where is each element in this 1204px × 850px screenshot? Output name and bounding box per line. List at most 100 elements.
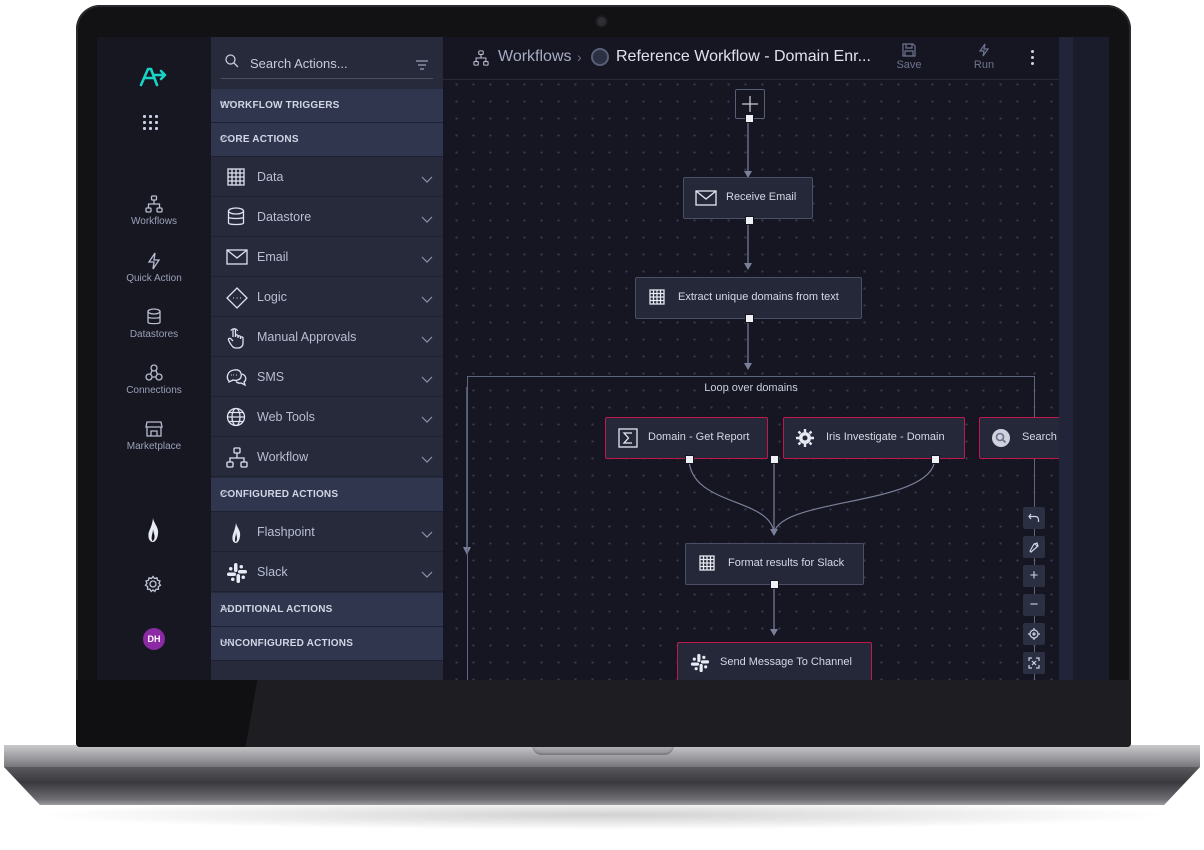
- zoom-out-button[interactable]: −: [1023, 594, 1045, 616]
- workflow-canvas[interactable]: Receive Email Extract unique domains fro…: [443, 37, 1091, 680]
- plus-icon: [742, 96, 758, 112]
- chevron-up-icon: [220, 134, 232, 142]
- run-button[interactable]: Run: [964, 43, 1004, 71]
- app-logo[interactable]: [135, 65, 175, 89]
- laptop-base-bottom: [4, 767, 1200, 805]
- bolt-icon: [145, 252, 163, 270]
- save-button[interactable]: Save: [889, 43, 929, 71]
- search-underline: [221, 78, 433, 79]
- action-item-logic[interactable]: Logic: [211, 277, 443, 317]
- action-label: Web Tools: [257, 410, 315, 424]
- redo-icon: [1029, 542, 1039, 553]
- envelope-icon: [695, 189, 717, 207]
- node-domain-get-report[interactable]: Domain - Get Report: [605, 417, 768, 459]
- section-configured-actions[interactable]: CONFIGURED ACTIONS: [211, 478, 443, 512]
- action-label: SMS: [257, 370, 285, 384]
- chevron-down-icon: [220, 638, 232, 646]
- rail-item-marketplace[interactable]: Marketplace: [97, 420, 211, 452]
- chevron-down-icon: [220, 604, 232, 612]
- node-port[interactable]: [770, 455, 779, 464]
- apps-grid-icon[interactable]: [143, 115, 159, 131]
- recenter-button[interactable]: [1023, 623, 1045, 645]
- action-item-workflow[interactable]: Workflow: [211, 437, 443, 477]
- action-item-data[interactable]: Data: [211, 157, 443, 197]
- table-icon: [226, 167, 246, 187]
- action-label: Data: [257, 170, 284, 184]
- database-icon: [145, 308, 163, 326]
- globe-icon: [226, 407, 246, 427]
- action-item-email[interactable]: Email: [211, 237, 443, 277]
- chevron-down-icon: [421, 453, 433, 463]
- zoom-in-button[interactable]: +: [1023, 565, 1045, 587]
- workflow-topbar: Workflows › Reference Workflow - Domain …: [443, 37, 1059, 80]
- node-receive-email[interactable]: Receive Email: [683, 177, 813, 219]
- webcam: [597, 17, 606, 26]
- fit-view-button[interactable]: [1023, 652, 1045, 674]
- node-port[interactable]: [745, 314, 754, 323]
- more-options-icon[interactable]: [1031, 50, 1035, 66]
- search-icon: [225, 54, 239, 68]
- flame-icon[interactable]: [143, 517, 163, 543]
- envelope-icon: [226, 247, 248, 267]
- node-port[interactable]: [745, 114, 754, 123]
- node-format-slack[interactable]: Format results for Slack: [685, 543, 864, 585]
- rail-item-workflows[interactable]: Workflows: [97, 195, 211, 227]
- app-logo-icon: [139, 67, 167, 87]
- node-port[interactable]: [770, 580, 779, 589]
- action-label: Manual Approvals: [257, 330, 357, 344]
- right-side-panel: [1059, 37, 1109, 680]
- action-item-flashpoint[interactable]: Flashpoint: [211, 512, 443, 552]
- workflow-title[interactable]: Reference Workflow - Domain Enr...: [616, 48, 871, 65]
- crosshair-icon: [1028, 628, 1040, 640]
- section-label: UNCONFIGURED ACTIONS: [220, 638, 354, 649]
- filter-icon[interactable]: [416, 57, 428, 70]
- rail-item-datastores[interactable]: Datastores: [97, 308, 211, 340]
- action-item-datastore[interactable]: Datastore: [211, 197, 443, 237]
- action-item-manual-approvals[interactable]: Manual Approvals: [211, 317, 443, 357]
- connections-icon: [145, 364, 163, 382]
- node-port[interactable]: [745, 216, 754, 225]
- table-icon: [649, 289, 667, 307]
- action-label: Slack: [257, 565, 288, 579]
- action-item-web-tools[interactable]: Web Tools: [211, 397, 443, 437]
- loop-label: Loop over domains: [704, 382, 798, 394]
- rail-label-quick-action: Quick Action: [126, 273, 182, 284]
- breadcrumb-workflows[interactable]: Workflows: [498, 48, 572, 65]
- node-send-message[interactable]: Send Message To Channel: [677, 642, 872, 680]
- action-label: Logic: [257, 290, 287, 304]
- workflow-icon: [473, 50, 489, 66]
- node-extract-domains[interactable]: Extract unique domains from text: [635, 277, 862, 319]
- magnifier-icon: [991, 428, 1010, 447]
- diamond-icon: [226, 287, 248, 309]
- action-label: Flashpoint: [257, 525, 315, 539]
- section-core-actions[interactable]: CORE ACTIONS: [211, 123, 443, 157]
- undo-button[interactable]: [1023, 507, 1045, 529]
- settings-gear-icon[interactable]: [144, 575, 162, 593]
- rail-item-connections[interactable]: Connections: [97, 364, 211, 396]
- node-port[interactable]: [931, 455, 940, 464]
- hand-pointer-icon: [226, 327, 246, 349]
- search-actions-input[interactable]: [248, 51, 412, 75]
- action-item-sms[interactable]: SMS: [211, 357, 443, 397]
- laptop-shadow: [30, 800, 1174, 830]
- chevron-down-icon: [421, 373, 433, 383]
- section-additional-actions[interactable]: ADDITIONAL ACTIONS: [211, 593, 443, 627]
- chevron-down-icon: [421, 413, 433, 423]
- section-workflow-triggers[interactable]: WORKFLOW TRIGGERS: [211, 89, 443, 123]
- canvas-controls: + −: [1023, 507, 1045, 680]
- workflow-status-icon: [593, 50, 607, 64]
- chevron-down-icon: [421, 213, 433, 223]
- section-unconfigured-actions[interactable]: UNCONFIGURED ACTIONS: [211, 627, 443, 661]
- workflow-icon: [145, 195, 163, 213]
- save-label: Save: [896, 59, 922, 71]
- user-avatar[interactable]: DH: [143, 628, 165, 650]
- database-icon: [226, 207, 246, 227]
- rail-item-quick-action[interactable]: Quick Action: [97, 252, 211, 284]
- node-port[interactable]: [685, 455, 694, 464]
- undo-icon: [1028, 513, 1040, 522]
- node-iris-investigate[interactable]: Iris Investigate - Domain: [783, 417, 965, 459]
- sigma-icon: [618, 428, 638, 448]
- redo-button[interactable]: [1023, 536, 1045, 558]
- chevron-down-icon: [421, 568, 433, 578]
- action-item-slack[interactable]: Slack: [211, 552, 443, 592]
